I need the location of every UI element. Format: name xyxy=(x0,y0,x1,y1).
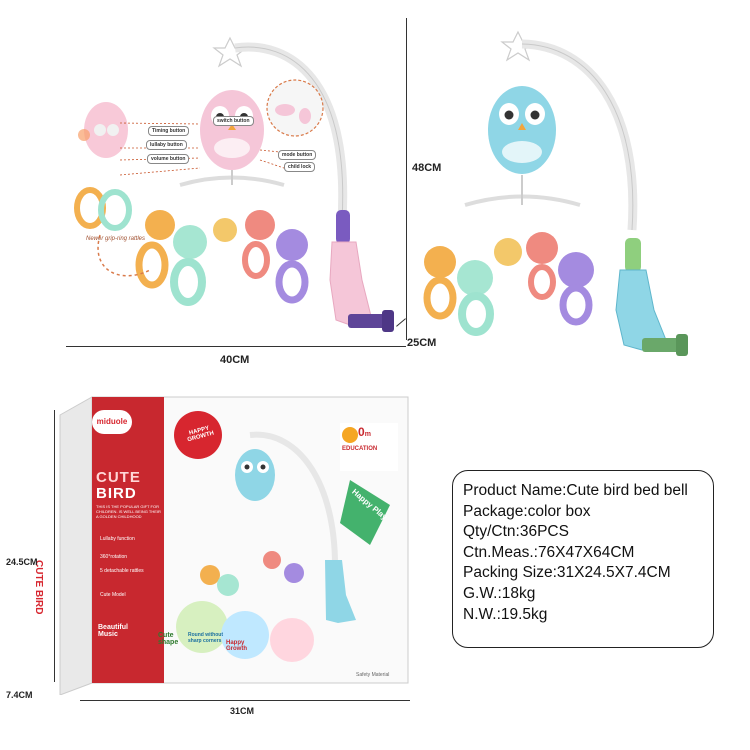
safety-material-label: Safety Material xyxy=(356,672,390,678)
switch-button-label: switch button xyxy=(213,116,254,126)
box-title-line1: CUTE xyxy=(96,469,141,486)
lullaby-button-label: lullaby button xyxy=(146,140,187,150)
child-lock-label: child lock xyxy=(284,162,316,172)
height-top-label: 48CM xyxy=(412,162,442,174)
box-height-line xyxy=(54,410,55,682)
coral-bear-rattle xyxy=(242,210,275,279)
box-width-label: 31CM xyxy=(230,706,255,716)
carton-measurement: Ctn.Meas.:76X47X64CM xyxy=(463,543,635,561)
box-depth-label: 7.4CM xyxy=(6,690,33,700)
mode-button-label: mode button xyxy=(278,150,317,160)
feature-1: Lullaby function xyxy=(100,536,135,542)
bubble-music: Beautiful Music xyxy=(98,624,128,638)
packing-size: Packing Size:31X24.5X7.4CM xyxy=(463,564,671,582)
owl-detail-inset xyxy=(78,102,128,158)
qty-per-carton: Qty/Ctn:36PCS xyxy=(463,523,569,541)
width-top-label: 40CM xyxy=(220,354,250,366)
purple-bear-rattle xyxy=(558,252,594,326)
education-age-number: 0m xyxy=(358,425,371,439)
box-height-label: 24.5CM xyxy=(6,557,38,567)
product-name: Product Name:Cute bird bed bell xyxy=(463,482,688,499)
bubble-round-corners: Round without sharp corners xyxy=(188,632,223,644)
star-icon xyxy=(212,36,248,68)
coral-bear-rattle xyxy=(526,232,558,300)
feature-2: 360°rotation xyxy=(100,554,128,560)
feature-3: 5 detachable rattles xyxy=(100,568,144,574)
purple-bear-rattle xyxy=(275,229,309,304)
product-info-panel: Product Name:Cute bird bed bell Package:… xyxy=(452,470,714,648)
box-width-line xyxy=(80,700,410,701)
orange-bear-rattle xyxy=(423,246,457,320)
education-badge: EDUCATION xyxy=(342,446,378,452)
mint-bear-rattle xyxy=(170,225,207,306)
depth-top-label: 25CM xyxy=(407,337,437,349)
timing-button-label: Timing button xyxy=(148,126,190,136)
width-dimension-line xyxy=(66,346,406,347)
feature-4: Cute Model xyxy=(100,592,126,598)
blue-mobile-illustration xyxy=(423,30,688,356)
box-title-line2: BIRD xyxy=(96,485,137,502)
box-side-text: CUTE BIRD xyxy=(33,560,44,615)
orange-bear-rattle xyxy=(135,210,175,289)
product-box-illustration xyxy=(59,396,409,695)
bubble-cute-shape: Cute shape xyxy=(158,632,179,646)
gross-weight: G.W.:18kg xyxy=(463,584,536,602)
box-tagline: THIS IS THE POPULAR GIFT FOR CHILDREN. I… xyxy=(96,504,161,519)
net-weight: N.W.:19.5kg xyxy=(463,605,548,623)
bubble-happy-growth: Happy Growth xyxy=(226,640,247,652)
pink-mobile-illustration xyxy=(74,36,394,332)
height-dimension-line xyxy=(406,18,407,340)
brand-logo: miduole xyxy=(92,410,132,434)
rattle-detail-inset xyxy=(74,187,132,231)
rattle-note: Newer grip-ring rattles xyxy=(86,236,146,242)
volume-button-label: volume button xyxy=(147,154,190,164)
mint-bear-rattle xyxy=(457,260,494,336)
package-info: Package:color box xyxy=(463,502,591,520)
